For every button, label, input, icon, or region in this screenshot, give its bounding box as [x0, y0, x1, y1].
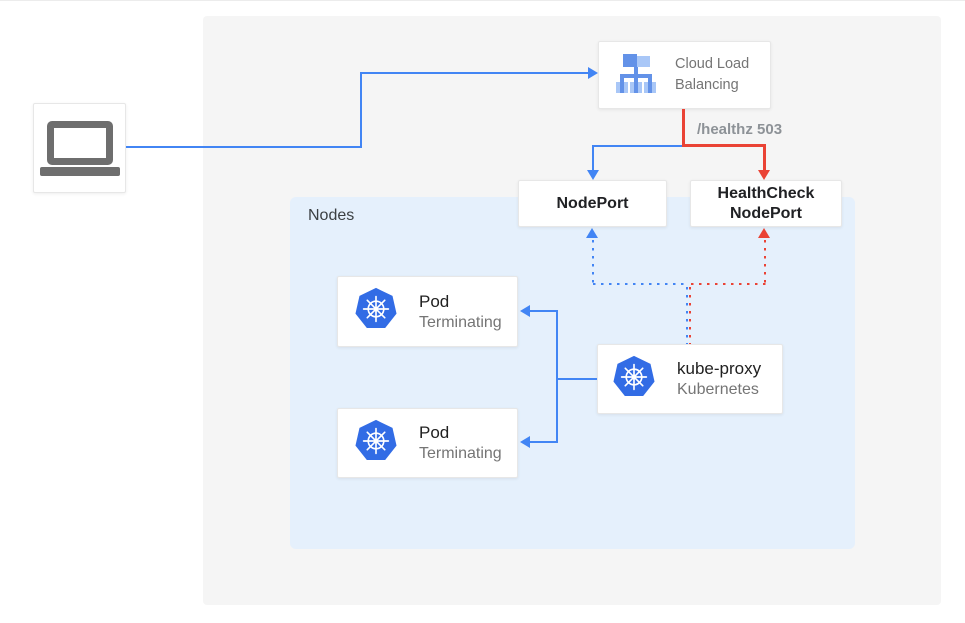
pod-node-2: Pod Terminating: [337, 408, 518, 478]
dotted-arrowhead-into-nodeport: [586, 228, 598, 238]
arrowhead-into-pod1: [520, 305, 530, 317]
cloud-load-balancing-label: Cloud Load Balancing: [675, 56, 750, 93]
healthz-503-label: /healthz 503: [697, 121, 783, 138]
healthcheck-nodeport-node: HealthCheck NodePort: [690, 180, 842, 227]
pod-status: Terminating: [419, 445, 502, 462]
arrowhead-into-healthcheck-nodeport: [758, 170, 770, 180]
kube-proxy-dotted-stem-red: [689, 287, 691, 344]
top-divider: [0, 0, 965, 1]
client-to-lb-line: [126, 146, 362, 148]
healthcheck-nodeport-label: HealthCheck NodePort: [717, 184, 815, 222]
pod-title: Pod: [419, 423, 450, 442]
dotted-branch-to-nodeport: [593, 283, 687, 285]
lb-to-nodeport-line: [592, 145, 682, 147]
kubernetes-icon: [353, 287, 399, 336]
dotted-branch-to-healthcheck: [764, 240, 766, 284]
kube-proxy-node: kube-proxy Kubernetes: [597, 344, 783, 414]
dotted-branch-to-nodeport: [592, 240, 594, 284]
nodeport-node: NodePort: [518, 180, 667, 227]
kube-proxy-dotted-stem-blue: [686, 287, 688, 344]
kube-proxy-to-pod1-line: [530, 310, 557, 312]
kube-proxy-title: kube-proxy: [677, 359, 762, 378]
client-to-lb-line: [360, 72, 362, 148]
kube-proxy-to-pod2-line: [530, 441, 557, 443]
nodeport-label: NodePort: [556, 194, 629, 212]
kube-proxy-subtitle: Kubernetes: [677, 381, 759, 398]
kube-proxy-to-pods-line: [556, 310, 558, 443]
lb-to-healthcheck-line: [763, 147, 766, 171]
dotted-arrowhead-into-healthcheck-nodeport: [758, 228, 770, 238]
pod-node-1: Pod Terminating: [337, 276, 518, 347]
pod-status: Terminating: [419, 313, 502, 331]
load-balancer-icon: [615, 53, 659, 98]
laptop-icon: [34, 120, 125, 176]
arrowhead-into-nodeport: [587, 170, 599, 180]
lb-to-nodeport-line: [592, 147, 594, 171]
kubernetes-icon: [611, 355, 657, 404]
client-node: [33, 103, 126, 193]
nodes-container-label: Nodes: [308, 207, 355, 224]
dotted-branch-to-healthcheck: [691, 283, 766, 285]
pod-title: Pod: [419, 291, 450, 311]
client-to-lb-line: [362, 72, 589, 74]
arrowhead-into-load-balancer: [588, 67, 598, 79]
lb-to-healthcheck-line: [682, 144, 766, 147]
lb-to-healthcheck-line: [682, 109, 685, 147]
kube-proxy-to-pods-line: [557, 378, 597, 380]
cloud-load-balancing-node: Cloud Load Balancing: [598, 41, 771, 109]
arrowhead-into-pod2: [520, 436, 530, 448]
kubernetes-icon: [353, 419, 399, 468]
